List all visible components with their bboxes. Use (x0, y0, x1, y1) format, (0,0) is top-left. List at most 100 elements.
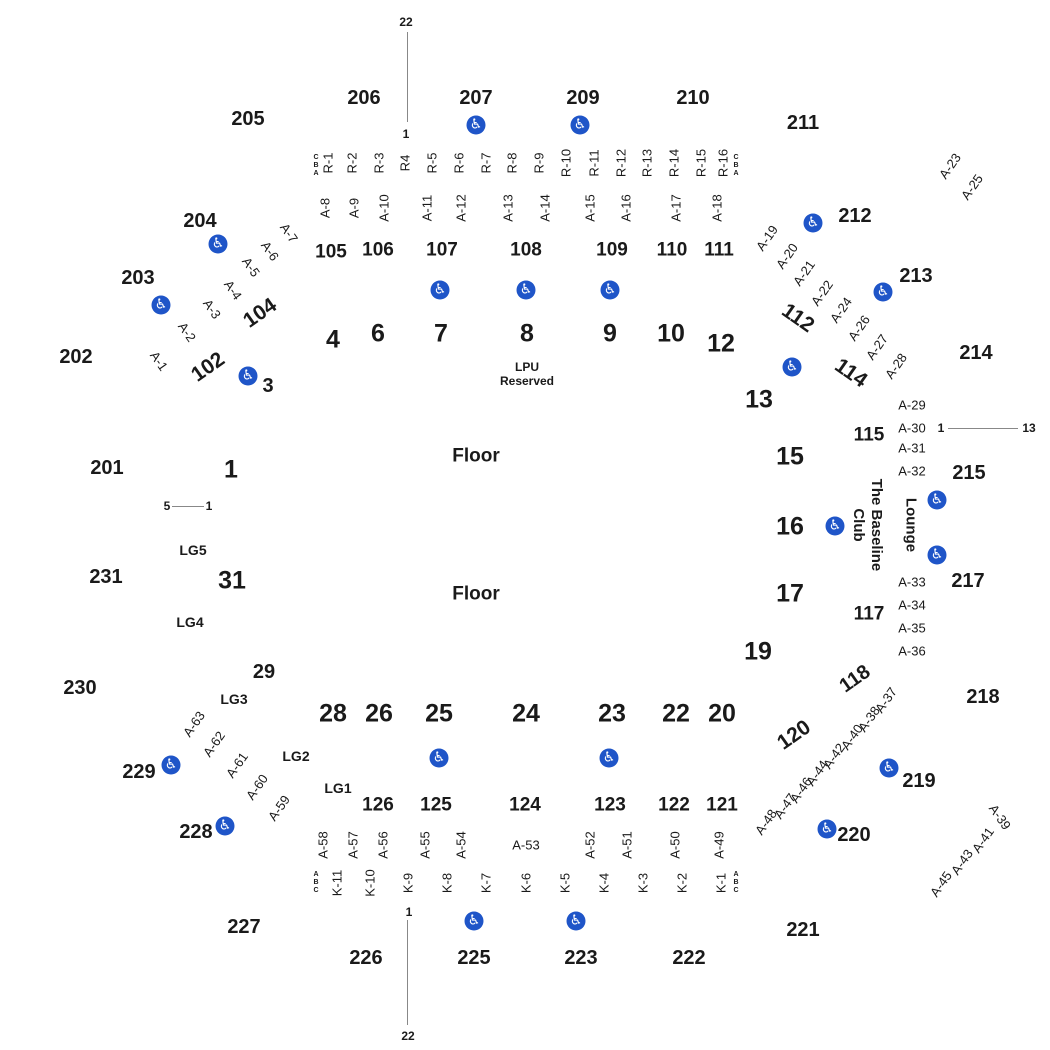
section-225[interactable]: 225 (457, 947, 491, 969)
section-204[interactable]: 204 (183, 210, 217, 232)
section-17[interactable]: 17 (776, 579, 804, 608)
loge-lg1[interactable]: LG1 (324, 780, 352, 796)
section-19[interactable]: 19 (744, 637, 772, 666)
section-114[interactable]: 114 (831, 354, 872, 392)
section-122[interactable]: 122 (658, 794, 690, 816)
box-a-23[interactable]: A-23 (935, 150, 965, 182)
box-a-16[interactable]: A-16 (618, 194, 634, 222)
section-226[interactable]: 226 (349, 947, 383, 969)
section-106[interactable]: 106 (362, 239, 394, 261)
box-k-11[interactable]: K-11 (329, 869, 345, 897)
section-105[interactable]: 105 (315, 241, 347, 263)
box-a-61[interactable]: A-61 (222, 749, 252, 781)
box-r-13[interactable]: R-13 (639, 148, 655, 178)
box-a-36[interactable]: A-36 (898, 643, 926, 659)
section-109[interactable]: 109 (596, 239, 628, 261)
box-a-40[interactable]: A-40 (837, 721, 867, 753)
box-a-52[interactable]: A-52 (582, 831, 598, 859)
box-a-54[interactable]: A-54 (453, 831, 469, 859)
box-a-30[interactable]: A-30 (898, 420, 926, 436)
box-a-53[interactable]: A-53 (512, 837, 540, 853)
box-a-55[interactable]: A-55 (417, 831, 433, 859)
section-221[interactable]: 221 (786, 919, 820, 941)
box-a-41[interactable]: A-41 (968, 824, 998, 856)
section-110[interactable]: 110 (656, 239, 688, 261)
floor-label[interactable]: Floor (452, 445, 500, 467)
section-206[interactable]: 206 (347, 87, 381, 109)
section-8[interactable]: 8 (520, 319, 534, 348)
section-217[interactable]: 217 (951, 570, 985, 592)
section-120[interactable]: 120 (773, 716, 815, 755)
box-a-62[interactable]: A-62 (199, 728, 229, 760)
box-a-26[interactable]: A-26 (844, 312, 874, 344)
loge-lg2[interactable]: LG2 (282, 748, 310, 764)
box-a-12[interactable]: A-12 (453, 194, 469, 222)
section-231[interactable]: 231 (89, 566, 123, 588)
box-a-34[interactable]: A-34 (898, 597, 926, 613)
section-6[interactable]: 6 (371, 319, 385, 348)
box-a-13[interactable]: A-13 (500, 194, 516, 222)
box-a-5[interactable]: A-5 (239, 254, 263, 280)
section-227[interactable]: 227 (227, 916, 261, 938)
section-31[interactable]: 31 (218, 566, 246, 595)
box-k-6[interactable]: K-6 (518, 872, 534, 894)
box-a-63[interactable]: A-63 (179, 708, 209, 740)
section-121[interactable]: 121 (706, 794, 738, 816)
section-20[interactable]: 20 (708, 699, 736, 728)
box-r-6[interactable]: R-6 (451, 152, 467, 174)
section-22[interactable]: 22 (662, 699, 690, 728)
box-a-27[interactable]: A-27 (862, 331, 892, 363)
section-107[interactable]: 107 (426, 239, 458, 261)
section-28[interactable]: 28 (319, 699, 347, 728)
box-a-14[interactable]: A-14 (537, 194, 553, 222)
loge-lg4[interactable]: LG4 (176, 614, 204, 630)
section-29[interactable]: 29 (252, 661, 276, 683)
box-r-11[interactable]: R-11 (586, 149, 602, 177)
box-a-24[interactable]: A-24 (826, 294, 856, 326)
box-r-7[interactable]: R-7 (478, 152, 494, 174)
box-a-17[interactable]: A-17 (668, 194, 684, 222)
box-k-7[interactable]: K-7 (478, 872, 494, 894)
box-a-45[interactable]: A-45 (926, 868, 956, 900)
section-213[interactable]: 213 (899, 265, 933, 287)
box-a-32[interactable]: A-32 (898, 463, 926, 479)
section-118[interactable]: 118 (835, 661, 874, 698)
box-a-56[interactable]: A-56 (375, 831, 391, 859)
box-k-4[interactable]: K-4 (596, 872, 612, 894)
section-209[interactable]: 209 (566, 87, 600, 109)
box-a-31[interactable]: A-31 (898, 440, 926, 456)
box-a-38[interactable]: A-38 (854, 703, 884, 735)
box-k-5[interactable]: K-5 (557, 872, 573, 894)
section-117[interactable]: 117 (853, 603, 885, 625)
section-124[interactable]: 124 (509, 794, 541, 816)
section-26[interactable]: 26 (365, 699, 393, 728)
lounge-label[interactable]: Lounge (902, 497, 920, 553)
box-a-22[interactable]: A-22 (807, 277, 837, 309)
box-a-2[interactable]: A-2 (175, 319, 199, 345)
section-229[interactable]: 229 (122, 761, 156, 783)
box-a-37[interactable]: A-37 (871, 684, 901, 716)
box-a-25[interactable]: A-25 (957, 171, 987, 203)
box-a-49[interactable]: A-49 (711, 831, 727, 859)
section-222[interactable]: 222 (672, 947, 706, 969)
floor-label[interactable]: Floor (452, 583, 500, 605)
box-a-4[interactable]: A-4 (221, 277, 245, 303)
box-a-18[interactable]: A-18 (709, 194, 725, 222)
box-a-10[interactable]: A-10 (376, 194, 392, 222)
section-220[interactable]: 220 (837, 824, 871, 846)
section-201[interactable]: 201 (90, 457, 124, 479)
section-112[interactable]: 112 (778, 299, 819, 337)
box-r-8[interactable]: R-8 (504, 152, 520, 174)
section-25[interactable]: 25 (425, 699, 453, 728)
box-a-7[interactable]: A-7 (277, 220, 301, 246)
section-3[interactable]: 3 (262, 375, 274, 397)
section-123[interactable]: 123 (594, 794, 626, 816)
box-a-11[interactable]: A-11 (419, 194, 435, 222)
box-a-29[interactable]: A-29 (898, 397, 926, 413)
box-a-21[interactable]: A-21 (789, 257, 819, 289)
box-r-9[interactable]: R-9 (531, 152, 547, 174)
section-104[interactable]: 104 (239, 294, 281, 333)
section-210[interactable]: 210 (676, 87, 710, 109)
section-218[interactable]: 218 (966, 686, 1000, 708)
box-k-3[interactable]: K-3 (635, 872, 651, 894)
